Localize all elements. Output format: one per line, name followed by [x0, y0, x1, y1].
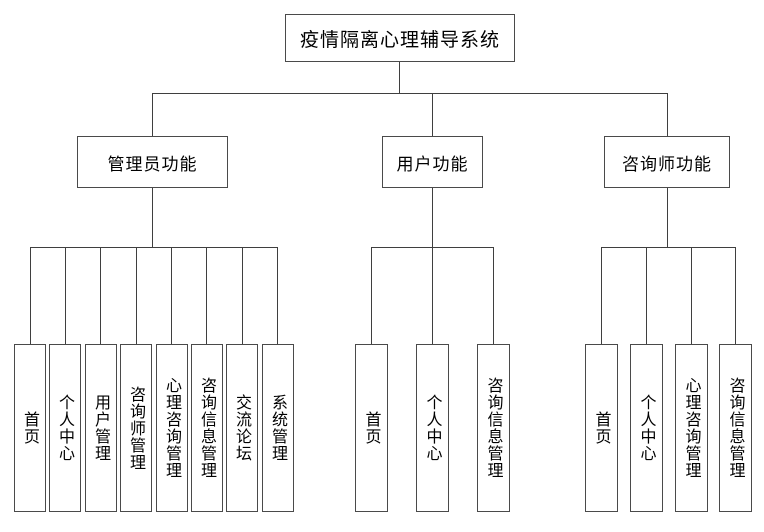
connector-level2-bus — [152, 93, 667, 94]
branch-node-counselor: 咨询师功能 — [604, 136, 730, 188]
connector-admin-leaf-2 — [65, 247, 66, 344]
connector-user-leaf-1 — [371, 247, 372, 344]
leaf-node-user-1: 首页 — [355, 344, 388, 512]
connector-user-leaf-2 — [432, 247, 433, 344]
branch-node-admin-label: 管理员功能 — [107, 154, 198, 175]
connector-admin-leaf-5 — [171, 247, 172, 344]
leaf-node-counselor-1-label: 首页 — [592, 411, 612, 445]
leaf-node-admin-7-label: 交流论坛 — [233, 394, 252, 462]
leaf-node-counselor-3-label: 心理咨询管理 — [682, 377, 702, 479]
branch-node-user-label: 用户功能 — [396, 154, 469, 175]
connector-admin-leaf-1 — [30, 247, 31, 344]
leaf-node-admin-8: 系统管理 — [262, 344, 294, 512]
leaf-node-user-3-label: 咨询信息管理 — [484, 377, 504, 479]
branch-node-admin: 管理员功能 — [77, 136, 228, 188]
leaf-node-counselor-4: 咨询信息管理 — [719, 344, 752, 512]
leaf-node-admin-5: 心理咨询管理 — [156, 344, 188, 512]
connector-admin-bus — [30, 247, 278, 248]
connector-user-leaf-3 — [493, 247, 494, 344]
branch-node-user: 用户功能 — [382, 136, 483, 188]
leaf-node-counselor-1: 首页 — [585, 344, 618, 512]
root-node-system: 疫情隔离心理辅导系统 — [285, 14, 515, 62]
leaf-node-user-3: 咨询信息管理 — [477, 344, 510, 512]
leaf-node-user-2: 个人中心 — [416, 344, 449, 512]
leaf-node-counselor-2: 个人中心 — [630, 344, 663, 512]
leaf-node-user-1-label: 首页 — [362, 411, 382, 445]
connector-admin-leaf-4 — [136, 247, 137, 344]
connector-admin-leaf-7 — [242, 247, 243, 344]
connector-drop-admin — [152, 93, 153, 136]
leaf-node-admin-1-label: 首页 — [21, 411, 40, 445]
connector-counselor-leaf-1 — [601, 247, 602, 344]
leaf-node-counselor-2-label: 个人中心 — [637, 394, 657, 462]
leaf-node-admin-1: 首页 — [14, 344, 46, 512]
leaf-node-admin-4-label: 咨询师管理 — [127, 385, 146, 471]
leaf-node-user-2-label: 个人中心 — [423, 394, 443, 462]
leaf-node-admin-6: 咨询信息管理 — [191, 344, 223, 512]
connector-drop-counselor — [667, 93, 668, 136]
leaf-node-admin-3: 用户管理 — [85, 344, 117, 512]
connector-admin-leaf-3 — [100, 247, 101, 344]
branch-node-counselor-label: 咨询师功能 — [622, 154, 712, 175]
leaf-node-admin-5-label: 心理咨询管理 — [163, 377, 182, 479]
leaf-node-admin-3-label: 用户管理 — [92, 394, 111, 462]
connector-drop-user — [432, 93, 433, 136]
connector-counselor-stem — [667, 188, 668, 247]
leaf-node-admin-6-label: 咨询信息管理 — [198, 377, 217, 479]
connector-counselor-leaf-4 — [735, 247, 736, 344]
connector-counselor-leaf-3 — [691, 247, 692, 344]
root-node-label: 疫情隔离心理辅导系统 — [299, 28, 500, 51]
leaf-node-counselor-4-label: 咨询信息管理 — [726, 377, 746, 479]
connector-admin-leaf-6 — [206, 247, 207, 344]
connector-counselor-leaf-2 — [646, 247, 647, 344]
connector-counselor-bus — [601, 247, 735, 248]
leaf-node-admin-2-label: 个人中心 — [56, 394, 75, 462]
leaf-node-admin-8-label: 系统管理 — [269, 394, 288, 462]
connector-admin-leaf-8 — [277, 247, 278, 344]
leaf-node-admin-7: 交流论坛 — [226, 344, 258, 512]
leaf-node-admin-2: 个人中心 — [49, 344, 81, 512]
leaf-node-counselor-3: 心理咨询管理 — [675, 344, 708, 512]
connector-user-stem — [432, 188, 433, 247]
connector-admin-stem — [152, 188, 153, 247]
leaf-node-admin-4: 咨询师管理 — [120, 344, 152, 512]
connector-root-stem — [399, 62, 400, 93]
